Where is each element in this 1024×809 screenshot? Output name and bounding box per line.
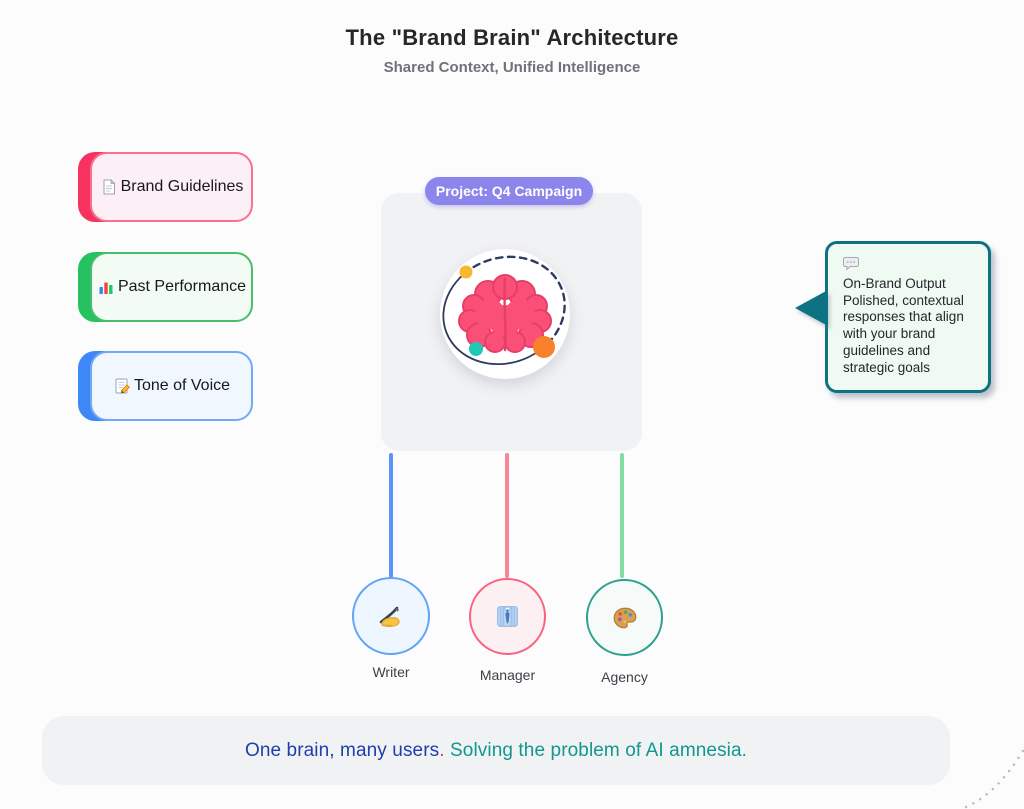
card-label: Tone of Voice (113, 377, 230, 395)
callout-arrow (795, 290, 828, 326)
connector-line-agency (620, 453, 624, 578)
user-label-writer: Writer (372, 664, 410, 680)
corner-dotted-arc (964, 747, 1024, 809)
connector-line-writer (389, 453, 393, 578)
card-body: Tone of Voice (90, 351, 253, 421)
palette-icon (613, 607, 636, 628)
card-text: Brand Guidelines (120, 178, 244, 195)
bar-chart-icon (99, 282, 113, 294)
source-card-past-performance: Past Performance (78, 252, 253, 322)
card-text: Past Performance (117, 278, 247, 295)
user-label-agency: Agency (601, 669, 648, 685)
brain-illustration (440, 249, 570, 379)
necktie-icon (497, 606, 518, 627)
card-body: Past Performance (90, 252, 253, 322)
teal-dot (469, 342, 483, 356)
user-circle-writer (352, 577, 430, 655)
card-body: Brand Guidelines (90, 152, 253, 222)
callout-body: Polished, contextual responses that alig… (843, 292, 964, 375)
yellow-dot (459, 265, 473, 279)
memo-icon (115, 378, 130, 394)
card-label: Past Performance (97, 278, 246, 296)
connector-line-manager (505, 453, 509, 578)
writing-hand-icon (379, 606, 400, 627)
footer-part2: Solving the problem of AI amnesia. (444, 739, 748, 761)
orange-dot (533, 336, 555, 358)
source-card-brand-guidelines: Brand Guidelines (78, 152, 253, 222)
on-brand-output-callout: On-Brand Output Polished, contextual res… (795, 241, 991, 394)
footer-banner: One brain, many users. Solving the probl… (42, 716, 950, 785)
footer-dot: . (439, 739, 445, 761)
project-badge: Project: Q4 Campaign (425, 177, 593, 205)
user-circle-agency (586, 579, 663, 656)
footer-part1: One brain, many users (244, 739, 440, 761)
callout-title: On-Brand Output (843, 276, 946, 291)
footer-tagline: One brain, many users. Solving the probl… (245, 740, 747, 762)
speech-balloon-icon (843, 257, 859, 271)
card-label: Brand Guidelines (100, 178, 244, 196)
document-icon (103, 179, 116, 195)
brain-orbit-icon (442, 255, 566, 366)
page-title: The "Brand Brain" Architecture (345, 25, 679, 50)
user-label-manager: Manager (479, 667, 536, 683)
card-text: Tone of Voice (133, 377, 231, 394)
page-subtitle: Shared Context, Unified Intelligence (383, 59, 641, 76)
user-circle-manager (469, 578, 546, 655)
source-card-tone-of-voice: Tone of Voice (78, 351, 253, 421)
